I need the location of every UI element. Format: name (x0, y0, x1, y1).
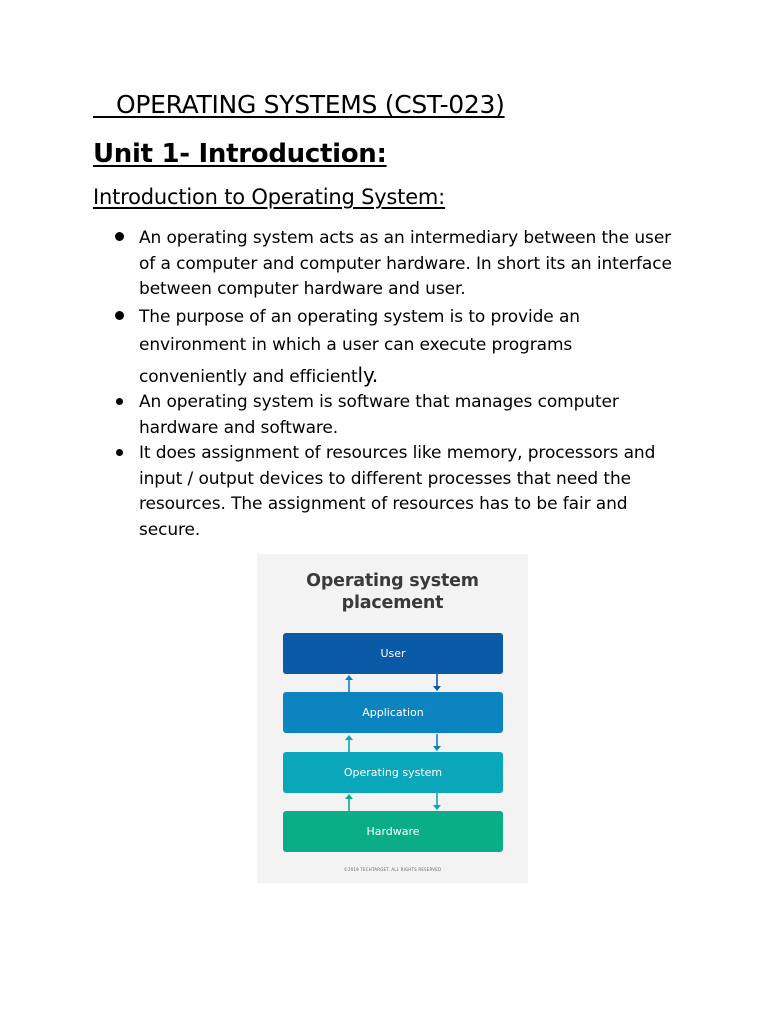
bullet-line: secure. (139, 519, 201, 540)
bullet-line: An operating system is software that man… (139, 392, 619, 412)
bullet-dot (115, 311, 124, 320)
bullet-line: between computer hardware and user. (139, 279, 466, 299)
diagram-title: Operating system placement (257, 570, 528, 614)
unit-title: Unit 1- Introduction: (93, 139, 387, 169)
bullet-line: The purpose of an operating system is to… (139, 307, 580, 327)
bullet-dot (116, 449, 123, 456)
list-item: The purpose of an operating system is to… (115, 305, 684, 393)
diagram-title-line: placement (341, 593, 444, 613)
arrow-down-icon (433, 674, 441, 691)
diagram-credit: ©2019 TECHTARGET. ALL RIGHTS RESERVED (343, 867, 442, 872)
arrow-up-icon (345, 794, 353, 811)
bullet-dot (116, 398, 123, 405)
list-item: It does assignment of resources like mem… (116, 441, 684, 543)
bullet-text-tail: ly. (357, 362, 379, 387)
bullet-line: It does assignment of resources like mem… (139, 443, 656, 463)
bullet-line: An operating system acts as an intermedi… (139, 228, 672, 248)
bullet-line: of a computer and computer hardware. In … (139, 253, 672, 274)
arrow-up-icon (345, 735, 353, 752)
layer-operating-system: Operating system (283, 752, 503, 793)
arrow-down-icon (433, 734, 441, 751)
list-item: An operating system is software that man… (116, 390, 684, 441)
bullet-line-last: conveniently and efficiently. (139, 359, 684, 393)
layer-user: User (283, 633, 503, 674)
bullet-line: hardware and software. (139, 417, 339, 438)
diagram-title-line: Operating system (306, 571, 479, 591)
arrow-down-icon (433, 793, 441, 810)
bullet-line: resources. The assignment of resources h… (139, 494, 628, 514)
list-item: An operating system acts as an intermedi… (115, 226, 684, 303)
bullet-dot (115, 232, 124, 241)
course-title: OPERATING SYSTEMS (CST-023) (93, 90, 505, 119)
arrow-up-icon (345, 675, 353, 692)
bullet-line: input / output devices to different proc… (139, 468, 632, 489)
layer-hardware: Hardware (283, 811, 503, 852)
bullet-line: environment in which a user can execute … (139, 334, 573, 355)
os-placement-diagram: Operating system placement User Applicat… (257, 554, 528, 883)
bullet-text: conveniently and efficient (139, 366, 358, 387)
section-title: Introduction to Operating System: (93, 185, 446, 209)
layer-application: Application (283, 692, 503, 733)
